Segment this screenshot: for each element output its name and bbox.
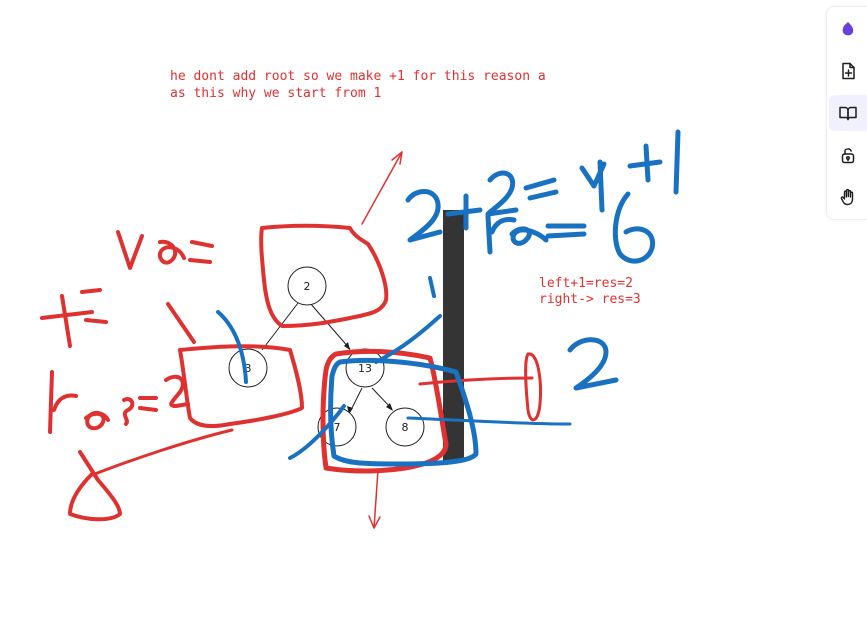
tree-node-right-left-label: 7: [334, 421, 341, 434]
lock-toggle-button[interactable]: [829, 137, 867, 173]
add-page-icon: [842, 62, 855, 80]
note-left-res-line1[interactable]: left+1=res=2: [539, 276, 633, 291]
note-top-line1[interactable]: he dont add root so we make +1 for this …: [170, 69, 546, 84]
tree-node-right-left[interactable]: 7: [317, 407, 357, 447]
tree-node-right-right-label: 8: [402, 421, 409, 434]
hand-tool-button[interactable]: [829, 179, 867, 215]
blue-freehand-strokes[interactable]: [216, 129, 681, 467]
tree-node-left[interactable]: 3: [228, 348, 268, 388]
library-logo-icon: [842, 22, 854, 36]
tree-node-right-right[interactable]: 8: [385, 407, 425, 447]
tree-node-left-label: 3: [245, 362, 252, 375]
library-book-button[interactable]: [829, 95, 867, 131]
dark-vertical-bar[interactable]: [443, 210, 464, 462]
add-page-button[interactable]: [829, 53, 867, 89]
tree-node-root[interactable]: 2: [287, 266, 327, 306]
book-open-icon: [839, 106, 857, 121]
note-top-line2[interactable]: as this why we start from 1: [170, 86, 381, 101]
tree-node-root-label: 2: [304, 280, 311, 293]
tree-node-right-label: 13: [358, 362, 372, 375]
note-left-res-line2[interactable]: right-> res=3: [539, 292, 641, 307]
right-toolbar: [826, 6, 867, 220]
unlock-icon: [841, 148, 855, 164]
red-freehand-strokes[interactable]: [40, 151, 542, 529]
tree-node-right[interactable]: 13: [345, 348, 385, 388]
library-logo-button[interactable]: [829, 11, 867, 47]
hand-icon: [840, 188, 854, 206]
